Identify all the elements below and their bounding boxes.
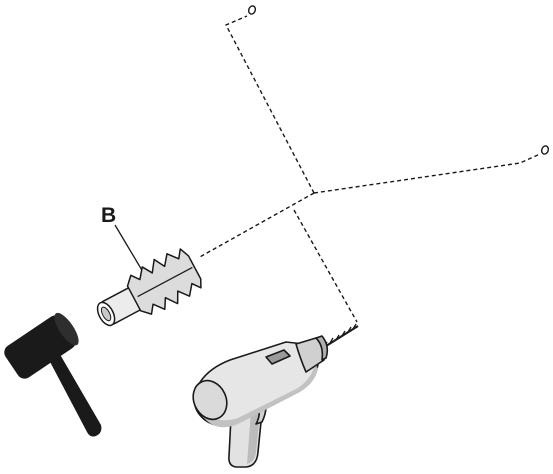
- mallet-head-face: [54, 312, 79, 346]
- drill-chuck-tip: [315, 335, 329, 361]
- wall-plug-slot: [137, 266, 193, 298]
- dashed-line-to-plug: [197, 192, 315, 259]
- label-leader-line: [114, 224, 147, 278]
- alignment-lines: [197, 15, 541, 323]
- dashed-line-to-drill-bit: [293, 209, 358, 323]
- drill-rear-cap: [192, 379, 228, 421]
- mallet-handle: [48, 351, 102, 437]
- part-label-b: B: [101, 204, 116, 227]
- wall-plug-fins: [126, 248, 202, 315]
- electric-drill: [192, 323, 359, 468]
- screw-hole-top: [247, 5, 257, 15]
- drill-switch: [265, 349, 291, 365]
- wall-plug: [96, 248, 202, 327]
- screw-hole-right: [540, 145, 550, 155]
- rubber-mallet: [4, 312, 102, 437]
- dashed-line-to-right-hole: [313, 153, 541, 194]
- wall-plug-opening-inner: [100, 306, 112, 322]
- mallet-head: [4, 315, 76, 379]
- dashed-line-to-top-hole: [225, 15, 315, 194]
- drill-body-shadow: [206, 366, 318, 428]
